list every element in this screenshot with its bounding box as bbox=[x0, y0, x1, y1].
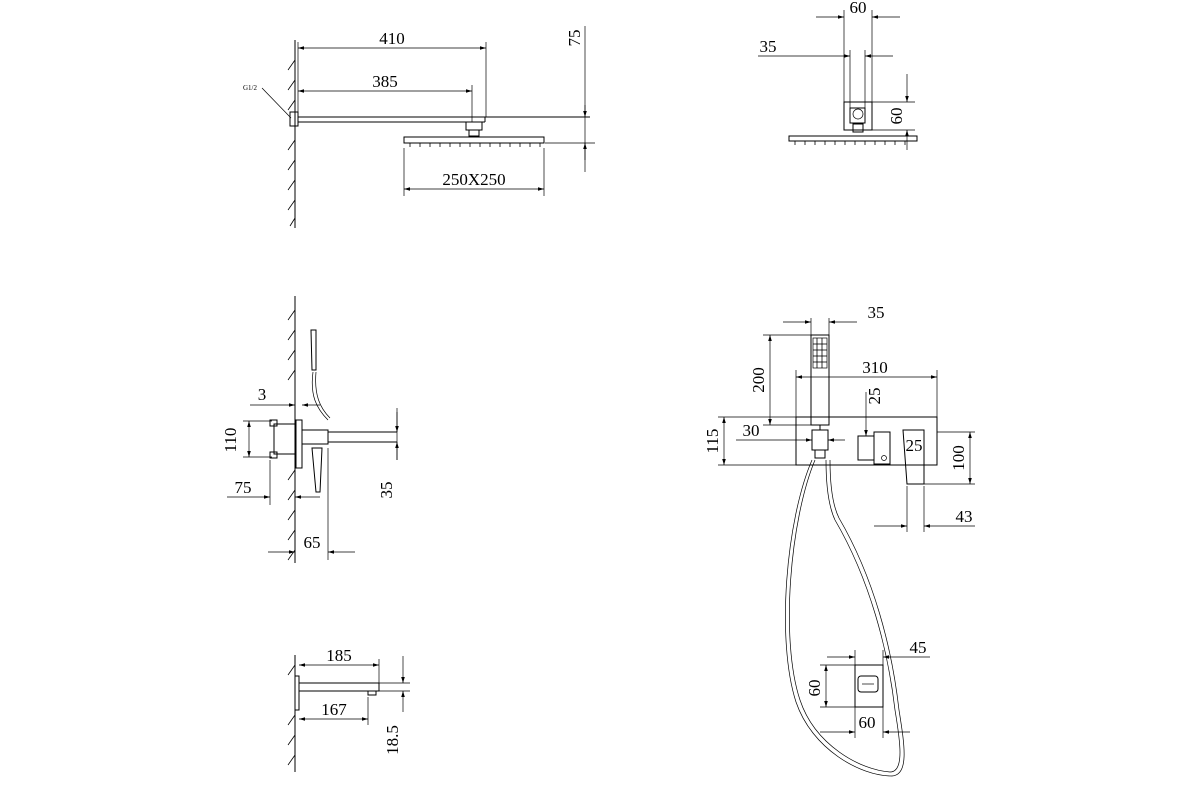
hose-outlet-view: 45 60 60 bbox=[805, 638, 930, 738]
hand-shower bbox=[810, 334, 830, 426]
dim-200: 200 bbox=[749, 367, 768, 393]
dim-185: 185 bbox=[326, 646, 352, 665]
mixer-side-view: 3 110 75 35 65 bbox=[221, 296, 399, 563]
dim-75-mid: 75 bbox=[235, 478, 252, 497]
outlet-body bbox=[854, 664, 884, 708]
dim-30: 30 bbox=[743, 421, 760, 440]
dim-35-top: 35 bbox=[760, 37, 777, 56]
dim-410: 410 bbox=[379, 29, 405, 48]
rain-head-front bbox=[788, 135, 918, 142]
dim-60-outlet-v: 60 bbox=[805, 680, 824, 697]
dim-60-outlet-h: 60 bbox=[859, 713, 876, 732]
dim-100: 100 bbox=[949, 445, 968, 471]
shower-arm-front-view: 60 35 60 bbox=[758, 0, 918, 150]
dim-43: 43 bbox=[956, 507, 973, 526]
dim-25-inside: 25 bbox=[906, 436, 923, 455]
dim-45: 45 bbox=[910, 638, 927, 657]
dim-310: 310 bbox=[862, 358, 888, 377]
dim-60-top: 60 bbox=[850, 0, 867, 17]
rain-shower-head bbox=[403, 136, 545, 144]
front-nozzles bbox=[794, 141, 906, 145]
dim-head-size: 250X250 bbox=[442, 170, 505, 189]
dim-167: 167 bbox=[321, 700, 347, 719]
dim-60-vertical: 60 bbox=[887, 108, 906, 125]
spout-side-view: 185 167 18.5 bbox=[287, 646, 410, 772]
dim-35-mid: 35 bbox=[377, 482, 396, 499]
dim-75-vertical: 75 bbox=[565, 30, 584, 47]
shower-arm-side-view: 410 385 G1/2 75 250X250 bbox=[243, 26, 595, 228]
wall-flange bbox=[289, 111, 299, 127]
wall-hatching-mid bbox=[287, 309, 296, 561]
dim-115: 115 bbox=[703, 429, 722, 454]
dim-385: 385 bbox=[372, 72, 398, 91]
thread-label: G1/2 bbox=[243, 84, 258, 92]
dim-35-mixer: 35 bbox=[868, 303, 885, 322]
wall-hatching bbox=[287, 59, 296, 227]
hand-shower-grid bbox=[813, 338, 827, 368]
mixer-plate bbox=[795, 416, 938, 466]
dim-3: 3 bbox=[258, 385, 267, 404]
dim-18-5: 18.5 bbox=[383, 725, 402, 755]
dim-65: 65 bbox=[304, 533, 321, 552]
mixer-front-view: 35 200 310 25 115 30 25 100 43 bbox=[703, 303, 975, 777]
dim-25-vertical: 25 bbox=[865, 388, 884, 405]
spout-body bbox=[298, 682, 380, 692]
arm-square-body bbox=[843, 101, 873, 131]
wall-hatching-bottom bbox=[287, 664, 296, 766]
spray-nozzles bbox=[409, 143, 541, 147]
dim-110: 110 bbox=[221, 428, 240, 453]
